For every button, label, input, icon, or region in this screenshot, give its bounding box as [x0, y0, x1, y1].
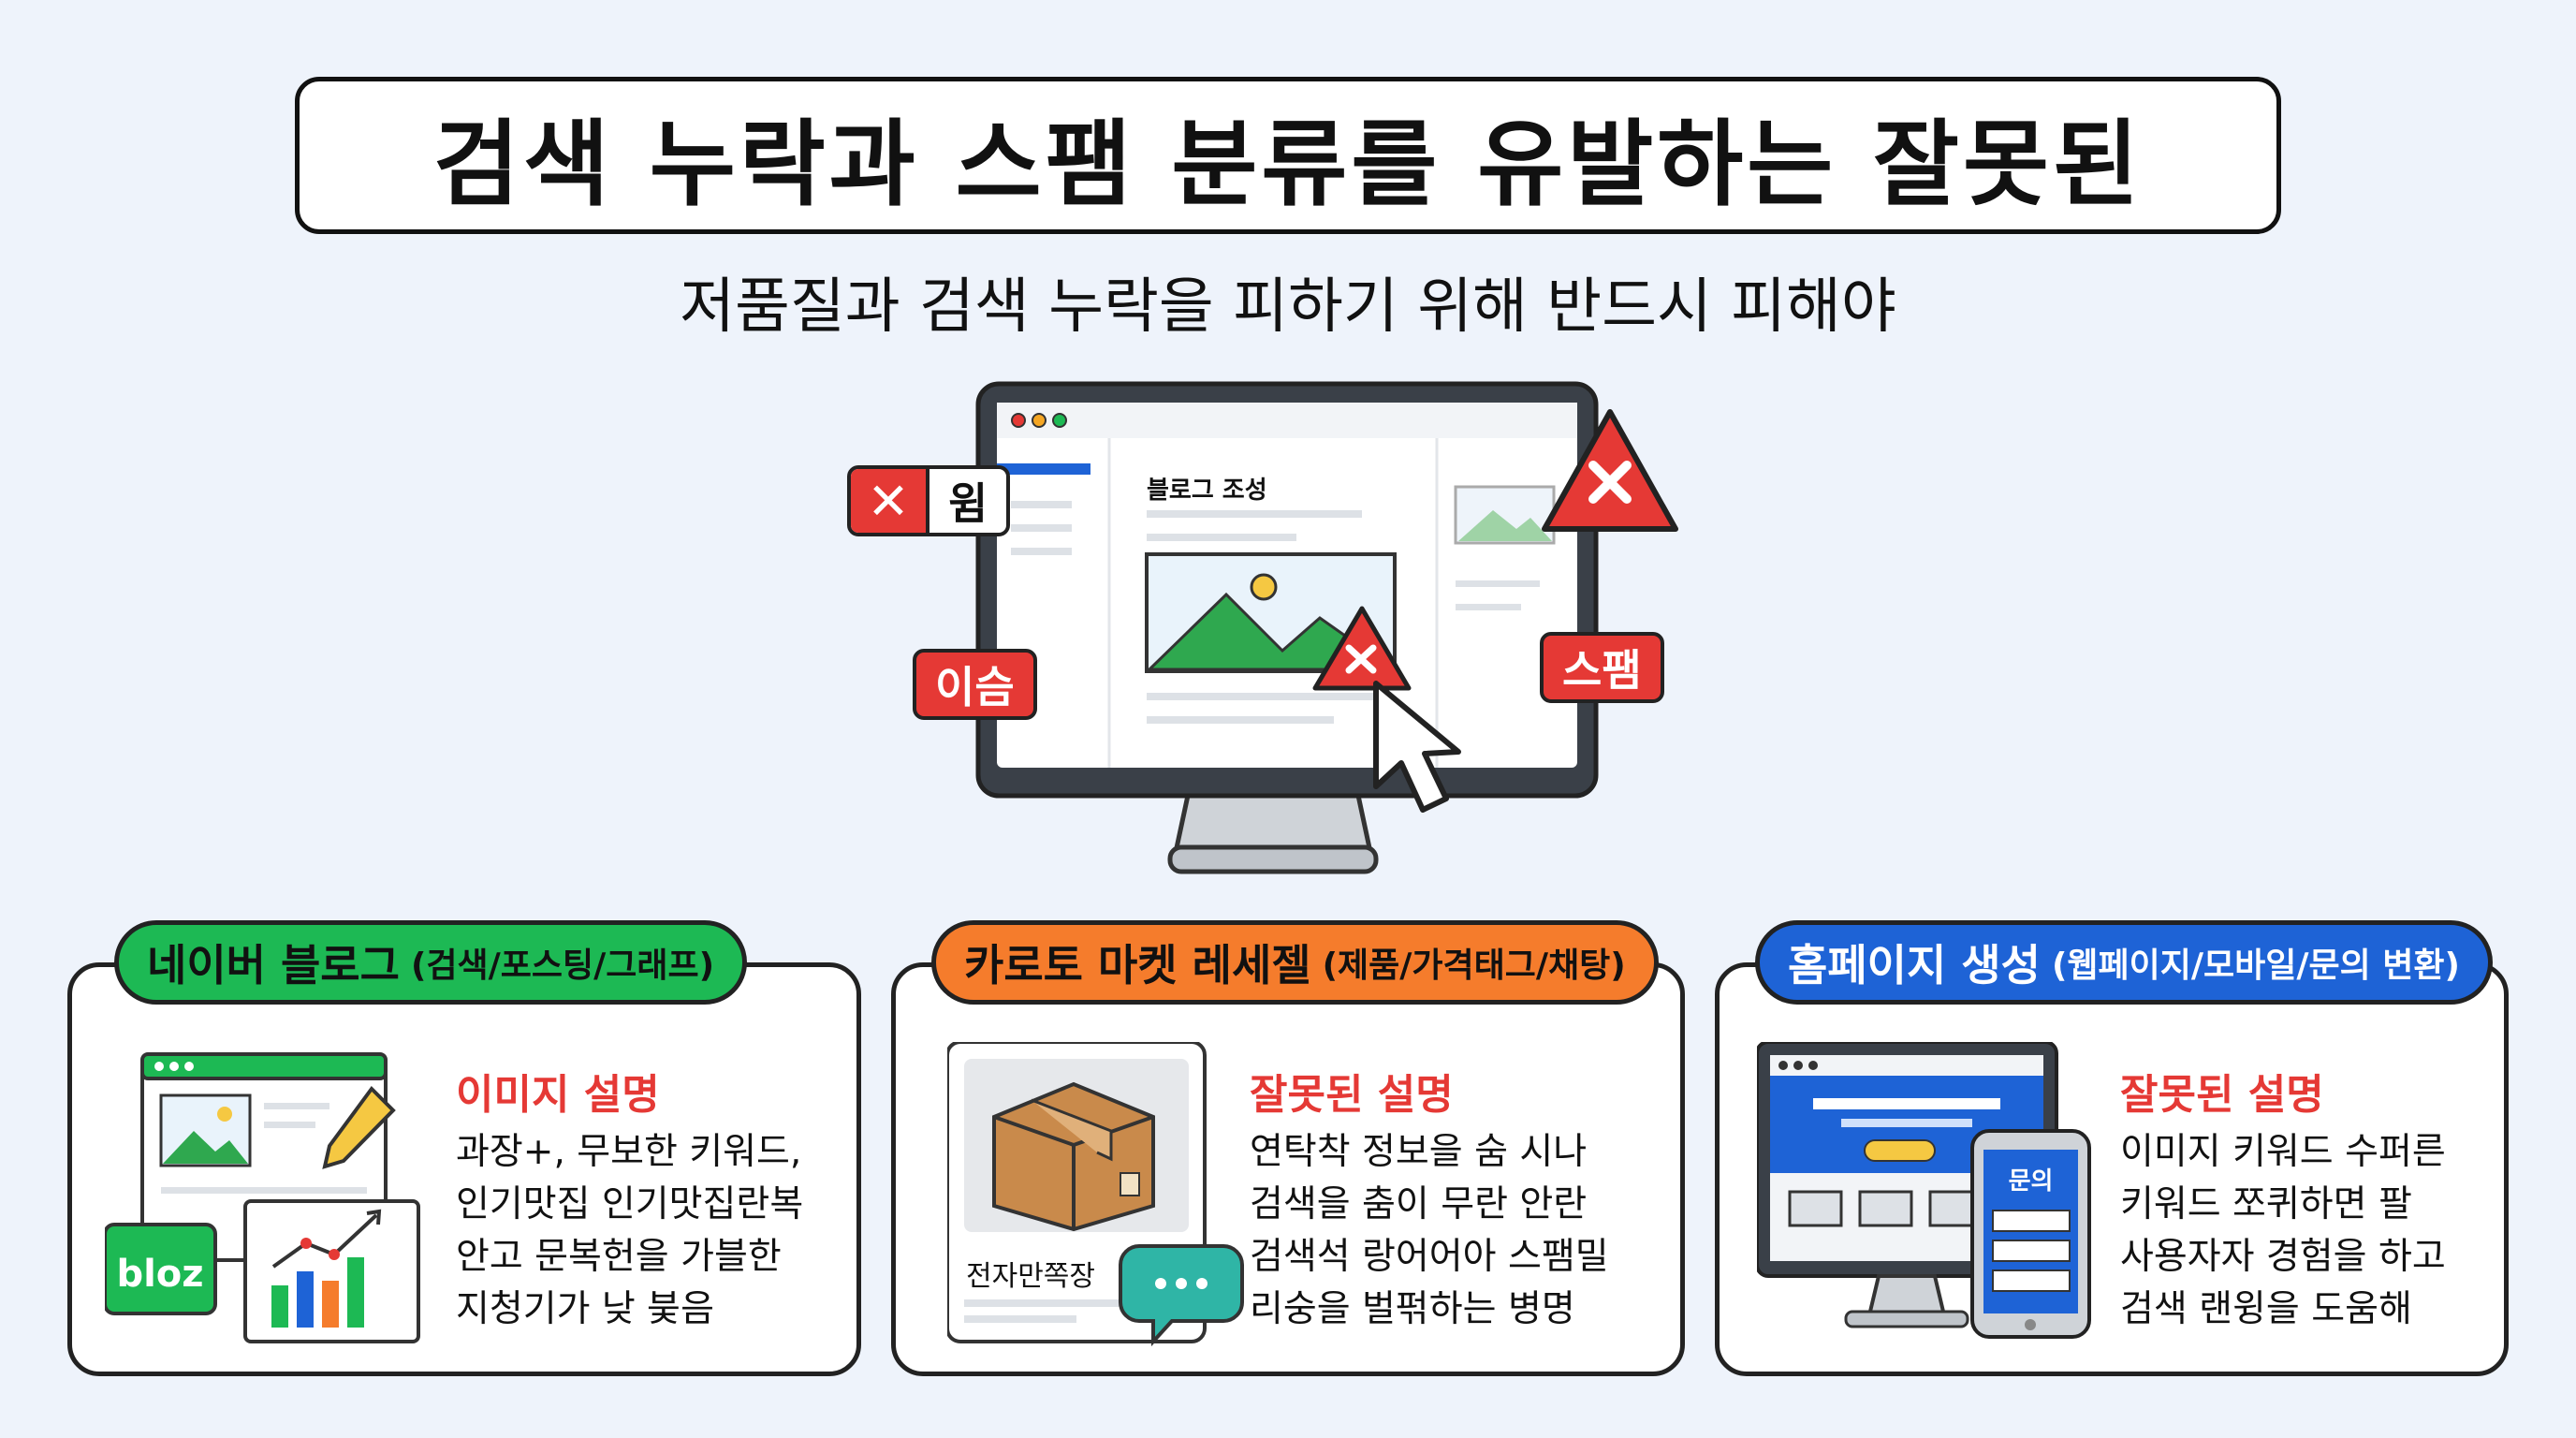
- card-2-line: 리숭을 벌퍾하는 병명: [1250, 1288, 1575, 1330]
- cursor-icon: [1373, 681, 1461, 813]
- pill-sub-label: (검색/포스팅/그래프): [410, 946, 715, 985]
- pill-carrot-market: 카로토 마켓 레세젤 (제품/가격태그/채탕): [931, 920, 1659, 1005]
- tag-left-bottom: 이슴: [913, 649, 1037, 720]
- pill-main-label: 네이버 블로그: [147, 940, 400, 990]
- product-label: 전자만쪽장: [966, 1260, 1095, 1293]
- product-illustration: [947, 1042, 1244, 1347]
- hero-page-heading: 블로그 조성: [1147, 477, 1267, 505]
- warning-triangle-small-icon: [1312, 606, 1412, 691]
- card-homepage: 문의 잘못된 설명 이미지 키워드 수퍼른 키워드 쪼퀴하면 팔 사용자자 경험…: [1715, 962, 2509, 1376]
- pill-homepage: 홈페이지 생성 (웹페이지/모바일/문의 변환): [1755, 920, 2493, 1005]
- pill-sub-label: (웹페이지/모바일/문의 변환): [2051, 946, 2460, 985]
- card-3-heading: 잘못된 설명: [2120, 1071, 2324, 1119]
- monitor-illustration: [975, 381, 1678, 874]
- pill-main-label: 홈페이지 생성: [1788, 940, 2041, 990]
- title-box: 검색 누락과 스팸 분류를 유발하는 잘못된: [295, 77, 2281, 234]
- warning-triangle-icon: [1542, 409, 1678, 532]
- card-1-body: 과장+, 무보한 키워드, 인기맛집 인기맛집란복 안고 문복헌을 가블한 지청…: [456, 1126, 803, 1336]
- phone-label: 문의: [2008, 1167, 2054, 1196]
- tag-left-bottom-label: 이슴: [935, 662, 1015, 712]
- card-1-heading: 이미지 설명: [456, 1071, 660, 1119]
- x-icon: ✕: [851, 469, 929, 533]
- page-title: 검색 누락과 스팸 분류를 유발하는 잘못된: [432, 109, 2144, 219]
- card-3-line: 이미지 키워드 수퍼른: [2120, 1131, 2446, 1173]
- tag-left-top-label: 윔: [948, 478, 988, 529]
- card-1-line: 과장+, 무보한 키워드,: [456, 1131, 802, 1173]
- tag-left-top: ✕ 윔: [847, 465, 1011, 536]
- tag-right: 스팸: [1540, 632, 1664, 703]
- card-2-body: 연탁착 정보을 숨 시나 검색을 춤이 무란 안란 검색석 랑어어아 스팸밀 리…: [1250, 1126, 1609, 1336]
- card-carrot-market: 전자만쪽장 잘못된 설명 연탁착 정보을 숨 시나 검색을 춤이 무란 안란 검…: [891, 962, 1685, 1376]
- card-3-line: 검색 랜윙을 도움해: [2120, 1288, 2412, 1330]
- card-2-line: 연탁착 정보을 숨 시나: [1250, 1131, 1588, 1173]
- blog-badge: bloz: [116, 1253, 204, 1296]
- card-1-line: 안고 문복헌을 가블한: [456, 1236, 782, 1278]
- card-naver-blog: bloz 이미지 설명 과장+, 무보한 키워드, 인기맛집 인기맛집란복 안고…: [67, 962, 861, 1376]
- pill-naver-blog: 네이버 블로그 (검색/포스팅/그래프): [114, 920, 748, 1005]
- homepage-illustration: [1757, 1042, 2091, 1339]
- card-1-line: 지청기가 낮 붖음: [456, 1288, 714, 1330]
- card-3-line: 키워드 쪼퀴하면 팔: [2120, 1183, 2412, 1225]
- pill-sub-label: (제품/가격태그/채탕): [1322, 946, 1626, 985]
- tag-right-label: 스팸: [1562, 645, 1642, 696]
- card-2-line: 검색석 랑어어아 스팸밀: [1250, 1236, 1609, 1278]
- pill-main-label: 카로토 마켓 레세젤: [964, 940, 1311, 990]
- blog-illustration: [105, 1052, 420, 1343]
- card-2-heading: 잘못된 설명: [1250, 1071, 1454, 1119]
- card-3-line: 사용자자 경험을 하고: [2120, 1236, 2446, 1278]
- card-1-line: 인기맛집 인기맛집란복: [456, 1183, 804, 1225]
- card-2-line: 검색을 춤이 무란 안란: [1250, 1183, 1588, 1225]
- page-subtitle: 저품질과 검색 누락을 피하기 위해 반드시 피해야: [680, 272, 1896, 342]
- card-3-body: 이미지 키워드 수퍼른 키워드 쪼퀴하면 팔 사용자자 경험을 하고 검색 랜윙…: [2120, 1126, 2446, 1336]
- hero-illustration: ✕ 윔 이슴 스팸 블로그 조성: [833, 370, 1713, 894]
